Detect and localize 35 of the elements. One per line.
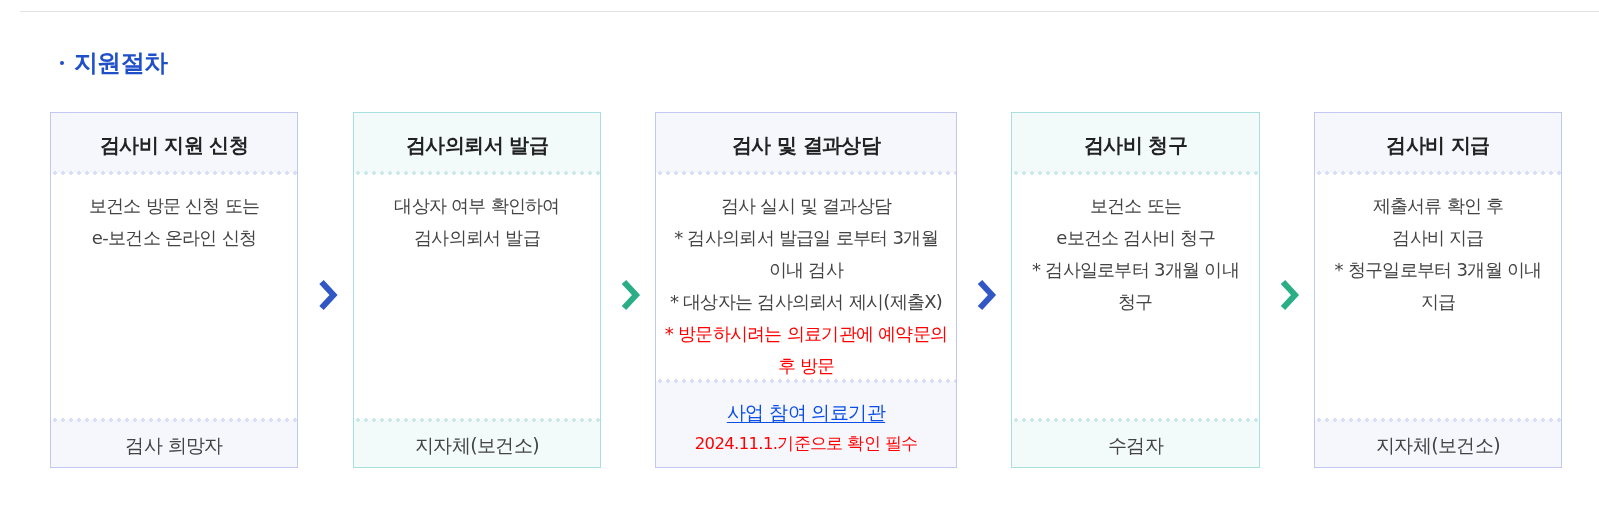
chevron-arrow: [621, 279, 641, 311]
step-description: 검사비 지급: [1392, 226, 1484, 250]
step-description: e-보건소 온라인 신청: [91, 226, 257, 250]
institution-link: 사업 참여 의료기관: [726, 400, 886, 425]
step-card: [353, 112, 601, 468]
step-description: * 대상자는 검사의뢰서 제시(제출X): [669, 290, 943, 314]
step-description: 검사의뢰서 발급: [414, 226, 540, 250]
step-description: 제출서류 확인 후: [1372, 194, 1504, 218]
step-title: 검사 및 결과상담: [731, 131, 881, 159]
step-description: * 청구일로부터 3개월 이내 지급: [1333, 258, 1543, 314]
step-description: 보건소 방문 신청 또는: [88, 194, 260, 218]
step-title: 검사의뢰서 발급: [405, 131, 549, 159]
step-description: e보건소 검사비 청구: [1056, 226, 1215, 250]
step-card: [50, 112, 298, 468]
step-description: 대상자 여부 확인하여: [394, 194, 560, 218]
chevron-arrow: [319, 279, 338, 311]
step-card: [1314, 112, 1562, 468]
chevron-arrow: [977, 279, 997, 311]
responsible-party: 지자체(보건소): [1375, 432, 1501, 458]
step-title: 검사비 지원 신청: [99, 131, 249, 159]
step-title: 검사비 청구: [1083, 131, 1188, 159]
step-title: 검사비 지급: [1386, 131, 1490, 159]
step-description: * 검사일로부터 3개월 이내 청구: [1031, 258, 1240, 314]
responsible-party: 수검자: [1107, 432, 1164, 458]
date-notice: 2024.11.1.기준으로 확인 필수: [694, 433, 918, 455]
step-description: 보건소 또는: [1089, 194, 1182, 218]
warning-note: * 방문하시려는 의료기관에 예약문의 후 방문: [663, 322, 949, 378]
step-description: * 검사의뢰서 발급일 로부터 3개월 이내 검사: [673, 226, 939, 282]
step-card: [655, 112, 957, 468]
step-card: [1011, 112, 1260, 468]
section-title: 지원절차: [74, 48, 168, 79]
step-description: 검사 실시 및 결과상담: [720, 194, 892, 218]
responsible-party: 지자체(보건소): [414, 432, 540, 458]
chevron-arrow: [1280, 279, 1300, 311]
responsible-party: 검사 희망자: [125, 432, 223, 458]
